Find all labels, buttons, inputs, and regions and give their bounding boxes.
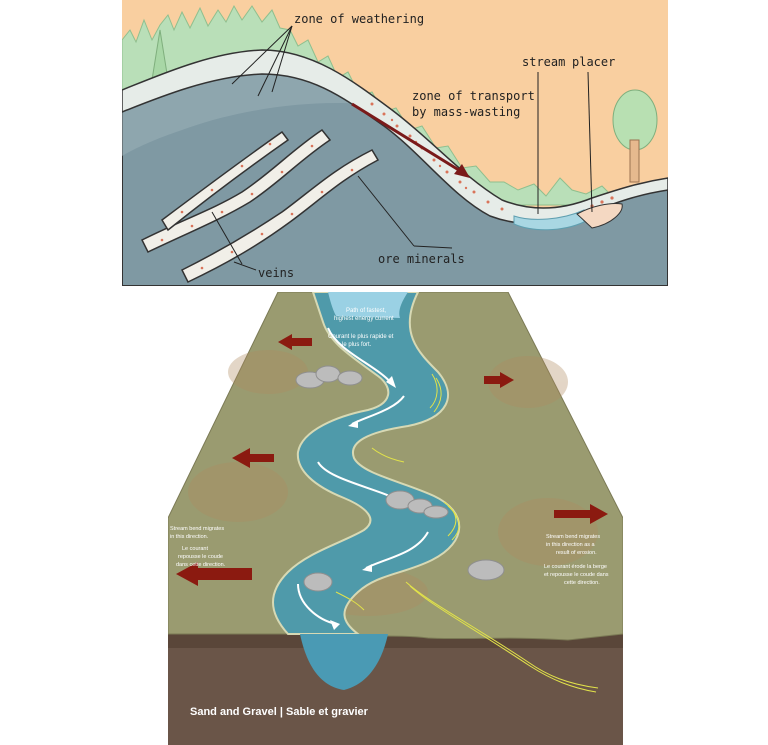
right-label-fr-line1: Le courant érode la berge <box>544 564 607 570</box>
left-label-fr-line3: dans cette direction. <box>176 562 226 568</box>
river-cross-section <box>300 634 388 690</box>
right-label-en-line3: result of erosion. <box>556 550 597 556</box>
fastest-path-fr-line2: le plus fort. <box>342 342 372 348</box>
arrow-head-icon <box>454 164 470 178</box>
mass-wasting-label: by mass-wasting <box>412 105 520 119</box>
right-label-en-line2: in this direction as a <box>546 542 596 548</box>
migration-arrow-icon <box>278 334 312 350</box>
stream-water <box>513 209 585 231</box>
zone-of-weathering-label: zone of weathering <box>294 12 424 26</box>
placer-deposit-diagram: zone of weathering zone of transport by … <box>122 0 668 286</box>
meandering-stream-svg: Path of fastest, highest energy current … <box>168 292 623 745</box>
right-label-fr-line3: cette direction. <box>564 580 600 586</box>
earth-cross-section <box>168 632 623 745</box>
mass-wasting-sediment-band <box>122 49 668 225</box>
meandering-stream-diagram: Path of fastest, highest energy current … <box>168 292 623 745</box>
fastest-path-en-line2: highest energy current <box>334 316 394 322</box>
migration-arrow-icon <box>554 504 608 524</box>
migration-arrow-icon <box>232 448 274 468</box>
migration-arrow-icon <box>176 562 252 586</box>
left-label-fr-line1: Le courant <box>182 546 208 552</box>
migration-arrows <box>176 334 608 586</box>
placer-label: placer <box>572 55 615 69</box>
river-source-highlight <box>328 292 408 318</box>
left-label-en-line1: Stream bend migrates <box>170 526 224 532</box>
rocks <box>295 365 505 592</box>
fastest-path-en-line1: Path of fastest, <box>346 308 386 314</box>
stream-label: stream <box>522 55 565 69</box>
left-label-en-line2: in this direction. <box>170 534 209 540</box>
fastest-path-fr-line1: Courant le plus rapide et <box>328 334 394 340</box>
zone-of-transport-label: zone of transport <box>412 89 535 103</box>
mass-wasting-arrow <box>351 102 463 174</box>
placer-deposit-svg: zone of weathering zone of transport by … <box>122 0 668 286</box>
ore-veins <box>140 128 380 283</box>
left-label-fr-line2: repousse le coude <box>178 554 223 560</box>
migration-arrow-icon <box>484 372 514 388</box>
right-label-fr-line2: et repousse le coude dans <box>544 572 609 578</box>
veins-label: veins <box>258 266 294 280</box>
footer-caption: Sand and Gravel | Sable et gravier <box>190 706 369 718</box>
point-bar-sediment <box>335 373 599 693</box>
vein-mineral-dots <box>160 142 354 270</box>
tree-trunk <box>629 139 640 183</box>
ore-minerals-label: ore minerals <box>378 252 465 266</box>
right-label-en-line1: Stream bend migrates <box>546 534 600 540</box>
leader-lines <box>211 25 593 271</box>
